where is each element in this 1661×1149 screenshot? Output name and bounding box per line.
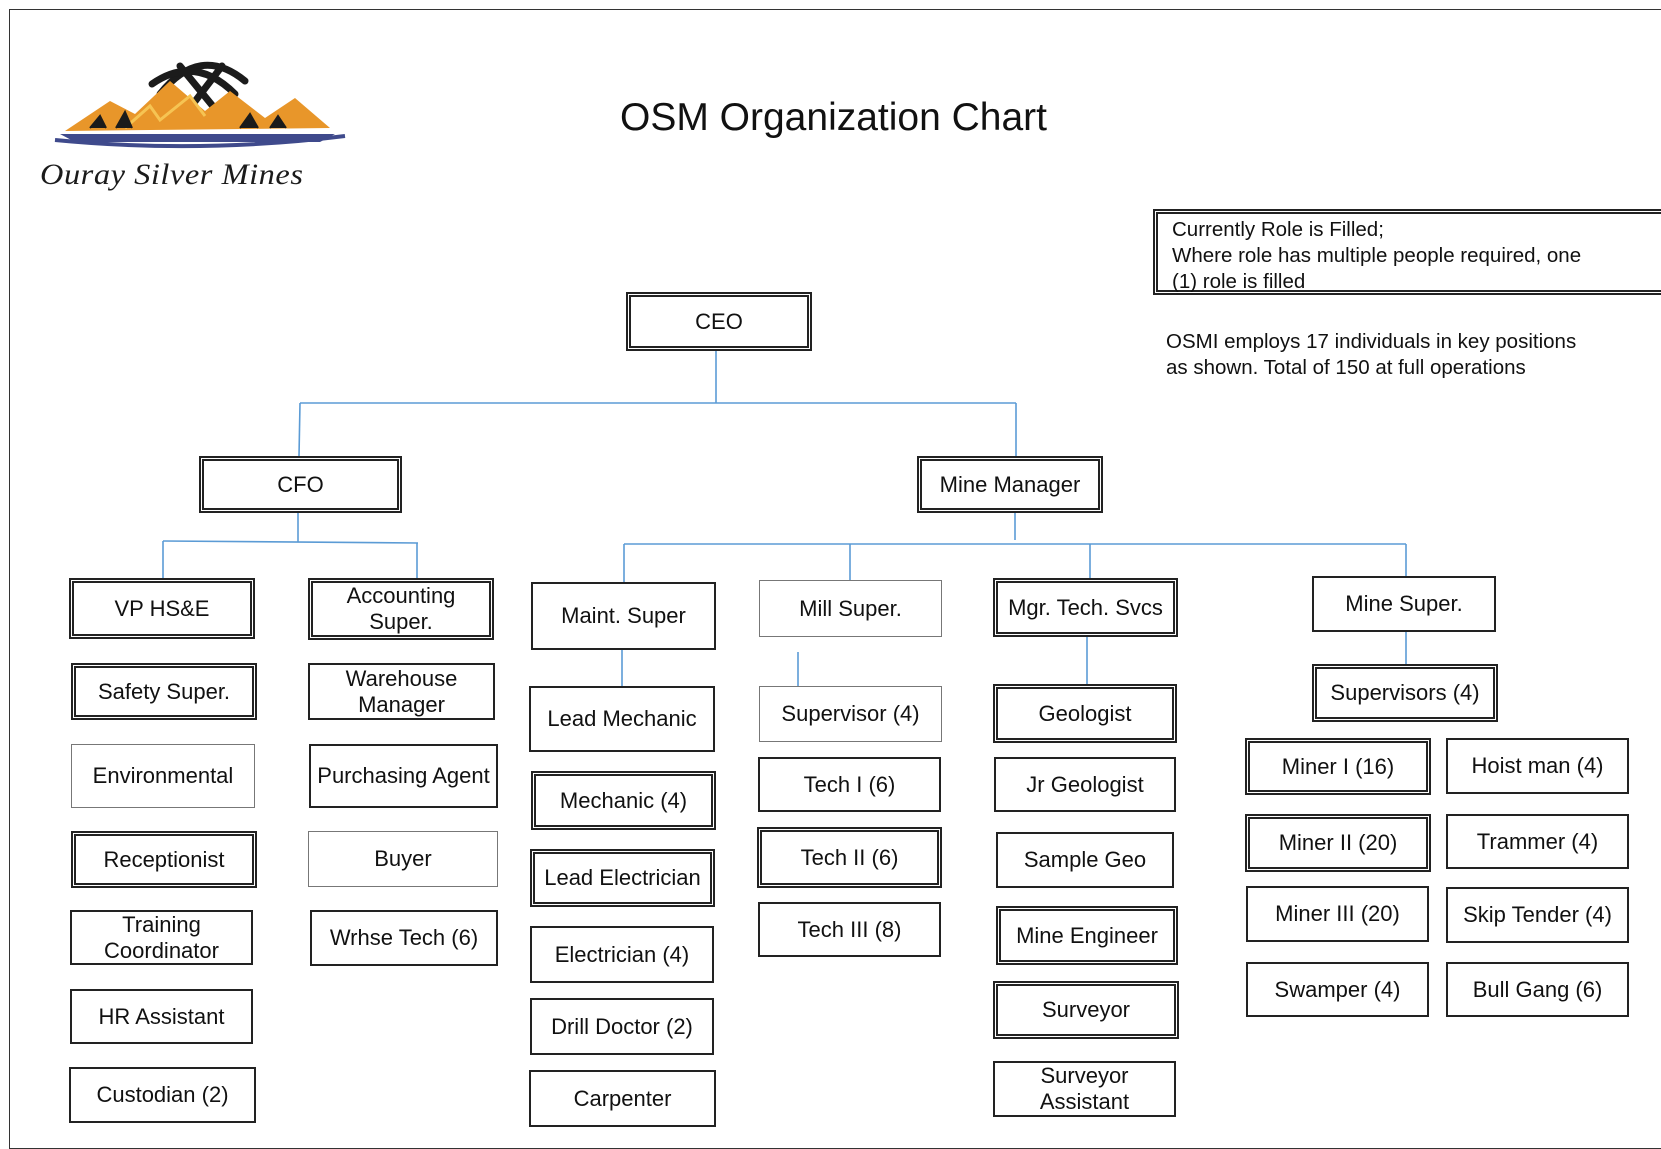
cfo-box: CFO	[199, 456, 402, 513]
employment-note-line-2: as shown. Total of 150 at full operation…	[1166, 356, 1526, 379]
chart-title: OSM Organization Chart	[620, 96, 1048, 139]
lead-electrician-box: Lead Electrician	[530, 849, 715, 907]
tech-2-box: Tech II (6)	[757, 827, 942, 888]
legend-line-2: Where role has multiple people required,…	[1172, 244, 1582, 267]
employment-note: OSMI employs 17 individuals in key posit…	[1166, 329, 1646, 381]
mill-super-box: Mill Super.	[759, 580, 942, 637]
wrhse-tech-box: Wrhse Tech (6)	[310, 910, 498, 966]
carpenter-box: Carpenter	[529, 1070, 716, 1127]
accounting-super-box: Accounting Super.	[308, 578, 494, 640]
bull-gang-box: Bull Gang (6)	[1446, 962, 1629, 1017]
sample-geo-box: Sample Geo	[996, 832, 1174, 888]
ceo-box: CEO	[626, 292, 812, 351]
mine-manager-box: Mine Manager	[917, 456, 1103, 513]
miner-1-box: Miner I (16)	[1245, 738, 1431, 795]
mine-engineer-box: Mine Engineer	[996, 906, 1178, 965]
mechanic-box: Mechanic (4)	[531, 771, 716, 830]
miner-2-box: Miner II (20)	[1245, 814, 1431, 872]
electrician-box: Electrician (4)	[530, 926, 714, 983]
drill-doctor-box: Drill Doctor (2)	[530, 998, 714, 1055]
surveyor-box: Surveyor	[993, 981, 1179, 1039]
receptionist-box: Receptionist	[71, 831, 257, 888]
trammer-box: Trammer (4)	[1446, 814, 1629, 869]
legend-filled-role: Currently Role is Filled; Where role has…	[1153, 209, 1661, 295]
geologist-box: Geologist	[993, 684, 1177, 743]
surveyor-assistant-box: Surveyor Assistant	[993, 1061, 1176, 1117]
legend-line-1: Currently Role is Filled;	[1172, 218, 1384, 241]
hoist-man-box: Hoist man (4)	[1446, 738, 1629, 794]
warehouse-manager-box: Warehouse Manager	[308, 663, 495, 720]
mgr-tech-svcs-box: Mgr. Tech. Svcs	[993, 578, 1178, 637]
hr-assistant-box: HR Assistant	[70, 989, 253, 1044]
mountain-pickaxe-logo-icon	[54, 61, 346, 149]
supervisors-box: Supervisors (4)	[1312, 664, 1498, 722]
training-coordinator-box: Training Coordinator	[70, 910, 253, 965]
legend-line-3: (1) role is filled	[1172, 270, 1306, 293]
buyer-box: Buyer	[308, 831, 498, 887]
tech-1-box: Tech I (6)	[758, 757, 941, 812]
maint-super-box: Maint. Super	[531, 582, 716, 650]
jr-geologist-box: Jr Geologist	[994, 757, 1176, 812]
skip-tender-box: Skip Tender (4)	[1446, 887, 1629, 943]
safety-super-box: Safety Super.	[71, 663, 257, 720]
employment-note-line-1: OSMI employs 17 individuals in key posit…	[1166, 330, 1577, 353]
purchasing-agent-box: Purchasing Agent	[309, 744, 498, 808]
mine-super-box: Mine Super.	[1312, 576, 1496, 632]
logo-wordmark: Ouray Silver Mines	[40, 158, 304, 191]
vp-hse-box: VP HS&E	[69, 578, 255, 639]
environmental-box: Environmental	[71, 744, 255, 808]
connector-to-cfo	[298, 402, 301, 457]
miner-3-box: Miner III (20)	[1246, 886, 1429, 942]
tech-3-box: Tech III (8)	[758, 902, 941, 957]
custodian-box: Custodian (2)	[69, 1067, 256, 1123]
mill-supervisor-box: Supervisor (4)	[759, 686, 942, 742]
swamper-box: Swamper (4)	[1246, 962, 1429, 1017]
lead-mechanic-box: Lead Mechanic	[529, 686, 715, 752]
connector-cfo-bar	[162, 540, 419, 544]
